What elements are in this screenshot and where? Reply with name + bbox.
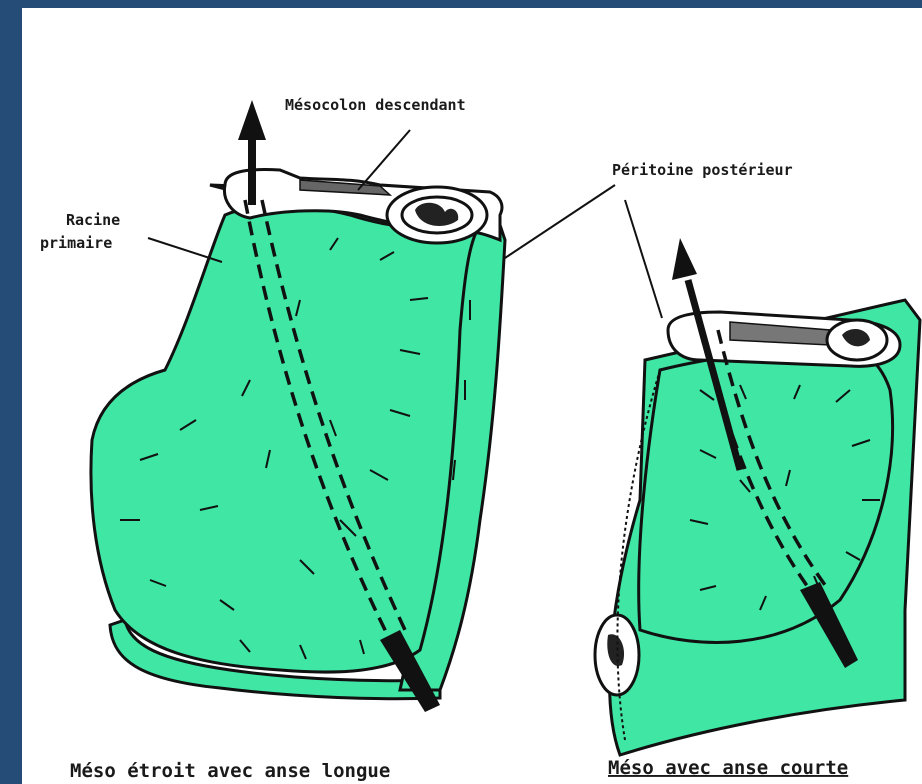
left-arrow-head bbox=[238, 100, 266, 140]
label-mesocolon-descendant: Mésocolon descendant bbox=[285, 96, 466, 114]
right-arrow-head bbox=[672, 238, 697, 280]
caption-right: Méso avec anse courte bbox=[608, 757, 848, 779]
left-figure-long-loop bbox=[91, 100, 505, 712]
leader-peritoine-right bbox=[625, 200, 662, 318]
left-mesentery-sheet bbox=[91, 206, 480, 673]
right-figure-short-loop bbox=[595, 238, 920, 755]
label-racine: Racine bbox=[66, 211, 120, 229]
label-primaire: primaire bbox=[40, 234, 112, 252]
leader-mesocolon bbox=[358, 130, 410, 190]
leader-peritoine-left bbox=[505, 185, 615, 258]
left-bowel-section bbox=[387, 187, 487, 243]
mesentery-illustration: Mésocolon descendant Racine primaire Pér… bbox=[22, 8, 922, 784]
label-peritoine-posterieur: Péritoine postérieur bbox=[612, 161, 793, 179]
right-bowel-section-top bbox=[827, 320, 887, 360]
caption-left: Méso étroit avec anse longue bbox=[70, 760, 390, 782]
diagram-canvas: Mésocolon descendant Racine primaire Pér… bbox=[22, 8, 922, 784]
